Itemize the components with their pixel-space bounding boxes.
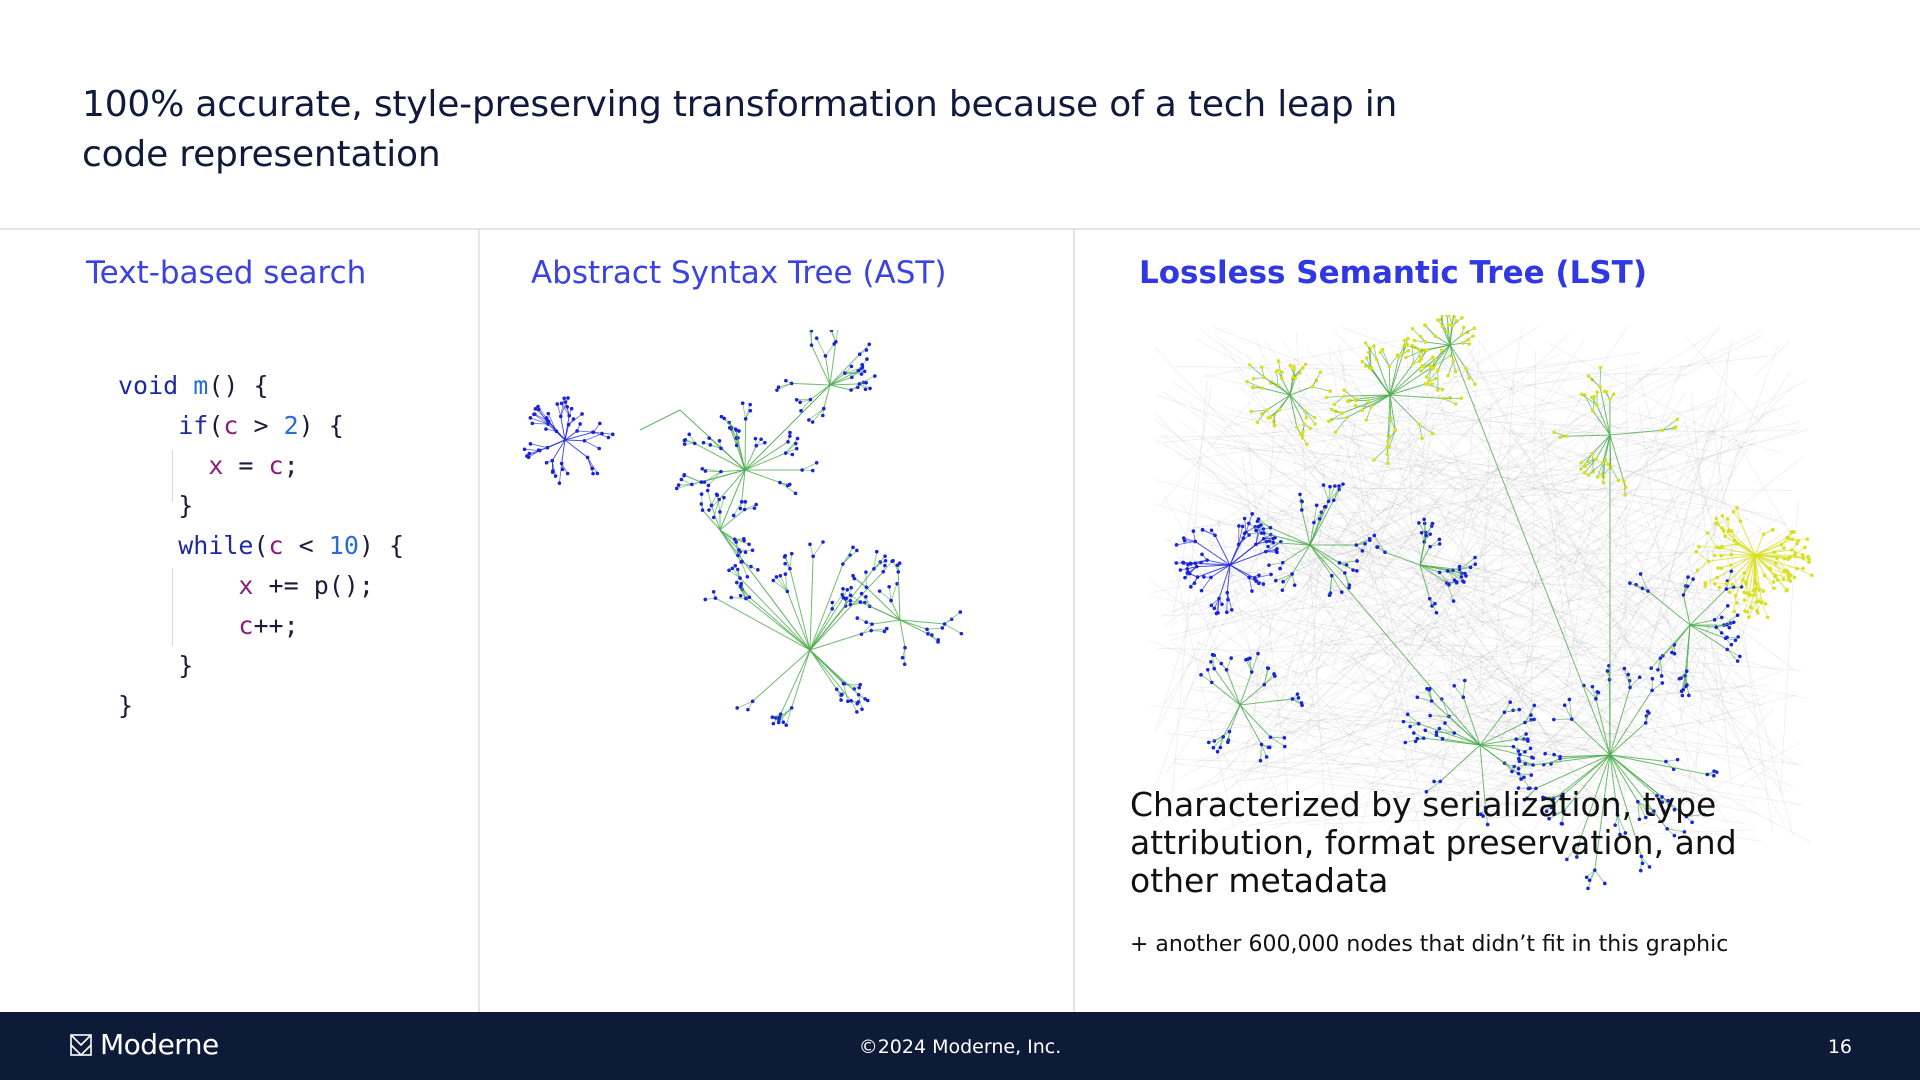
column-divider-2 xyxy=(1073,229,1075,1012)
code-keyword: void xyxy=(118,371,179,400)
code-line-9: } xyxy=(118,691,134,720)
ast-heading: Abstract Syntax Tree (AST) xyxy=(531,255,947,291)
copyright: ©2024 Moderne, Inc. xyxy=(858,1036,1062,1058)
column-divider-1 xyxy=(478,229,480,1012)
moderne-logo: Moderne xyxy=(70,1028,219,1061)
indent-guide xyxy=(172,450,173,502)
text-search-heading: Text-based search xyxy=(86,255,367,291)
code-line-1: void m() { xyxy=(118,371,269,400)
slide-title: 100% accurate, style-preserving transfor… xyxy=(82,84,1398,175)
moderne-logo-icon xyxy=(70,1033,92,1056)
page-number: 16 xyxy=(1827,1036,1852,1058)
code-function: m xyxy=(193,371,209,400)
code-snippet: void m() { if(c > 2) { x = c; } while(c … xyxy=(118,366,404,726)
code-line-2: if(c > 2) { xyxy=(178,411,344,440)
lst-caption: Characterized by serialization, type att… xyxy=(1130,785,1737,900)
code-line-8: } xyxy=(118,651,194,680)
code-line-7: c++; xyxy=(238,611,299,640)
code-line-6: x += p(); xyxy=(238,571,374,600)
lst-heading: Lossless Semantic Tree (LST) xyxy=(1139,255,1647,291)
code-line-5: while(c < 10) { xyxy=(178,531,405,560)
code-line-3: x = c; xyxy=(208,451,299,480)
lst-graph xyxy=(1150,315,1814,891)
lst-footnote: + another 600,000 nodes that didn’t fit … xyxy=(1130,932,1729,957)
footer-bar: Moderne ©2024 Moderne, Inc. 16 xyxy=(0,1012,1920,1080)
indent-guide xyxy=(172,568,173,646)
logo-text: Moderne xyxy=(100,1028,219,1061)
code-line-4: } xyxy=(118,491,194,520)
ast-graph xyxy=(522,330,964,727)
header-divider xyxy=(0,228,1920,230)
